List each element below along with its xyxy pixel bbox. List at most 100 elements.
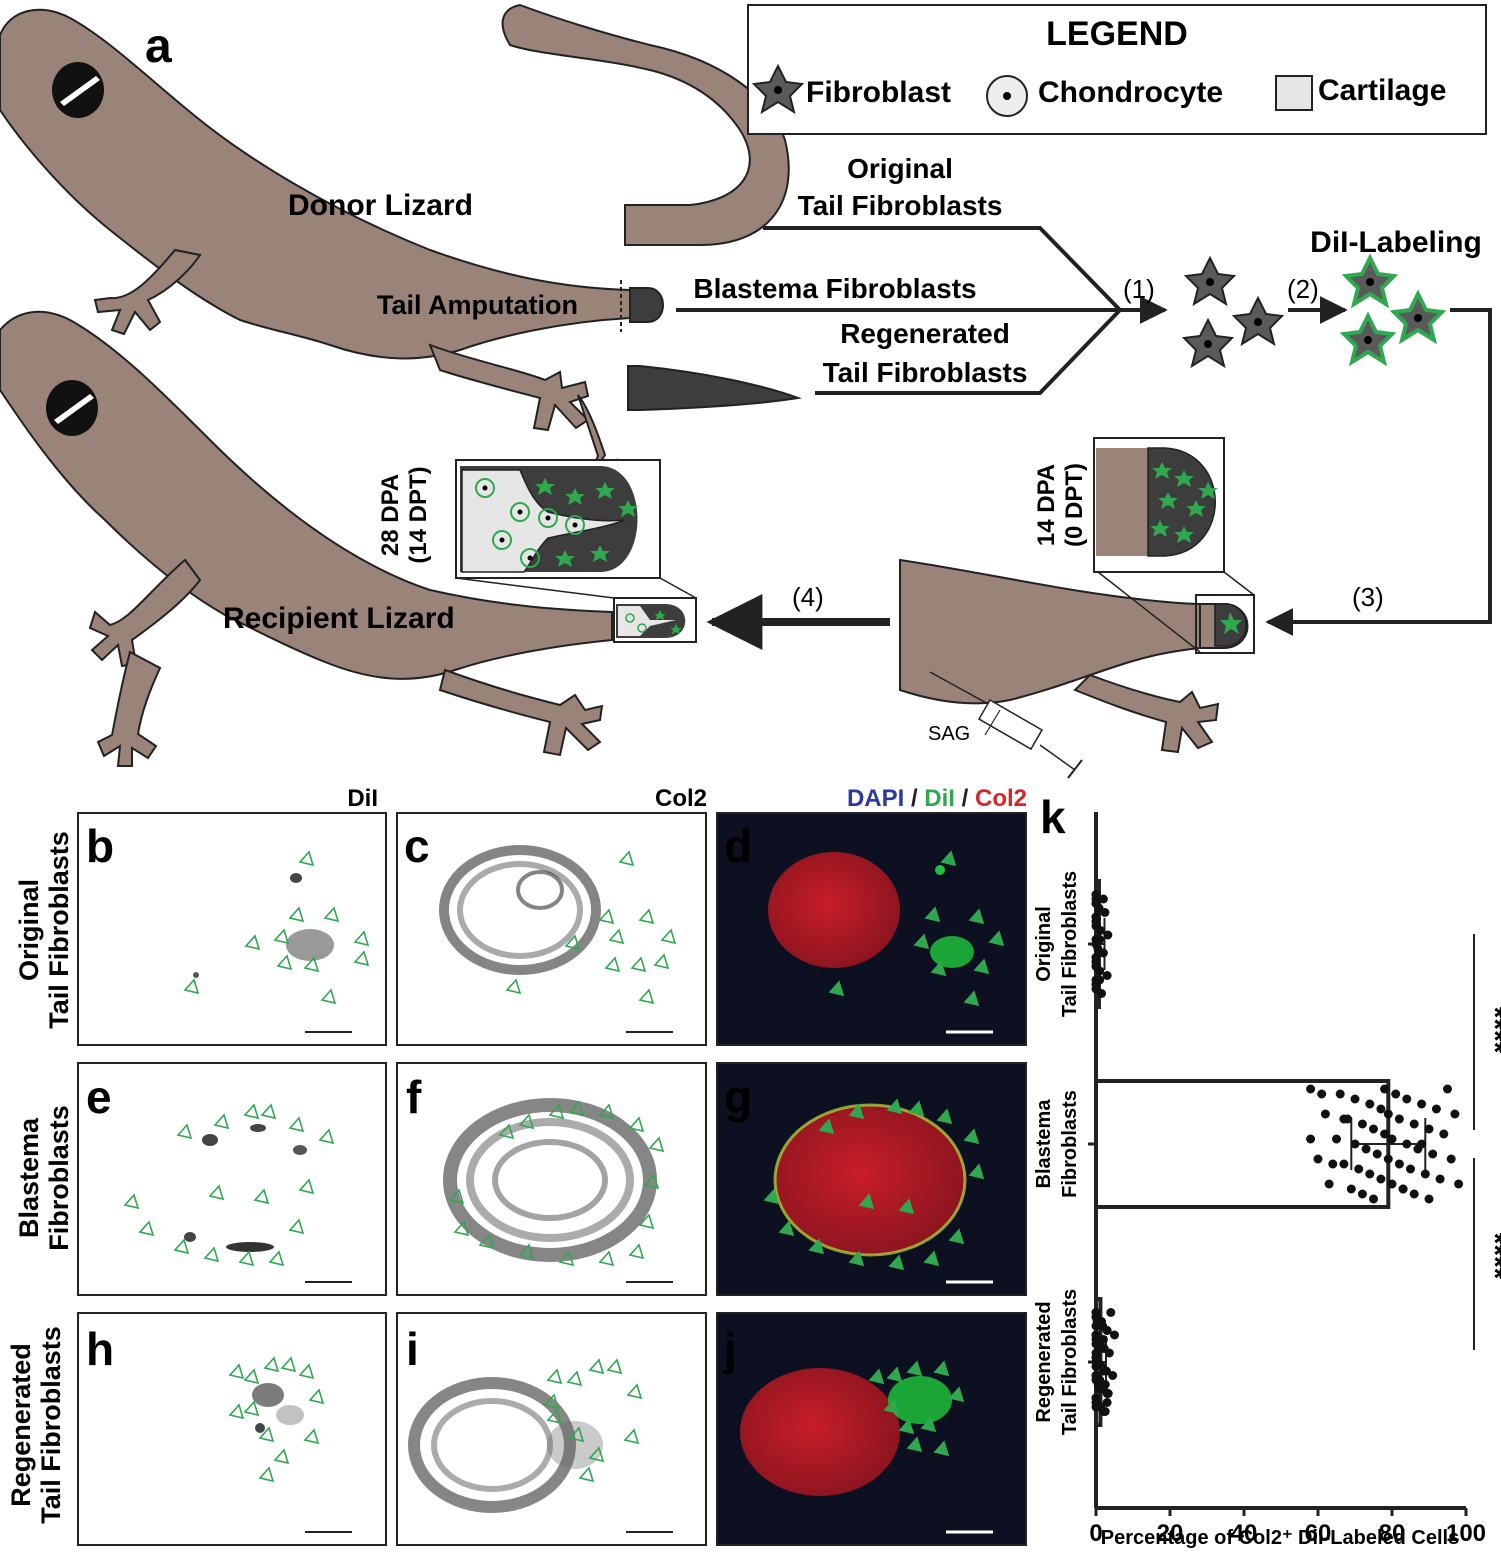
data-point (1369, 1194, 1378, 1204)
data-point (1394, 1159, 1404, 1169)
arrowhead-marker (588, 1446, 605, 1463)
x-tick-label: 100 (1446, 1520, 1486, 1547)
inset-14dpa (1093, 437, 1255, 653)
arrowhead-marker (280, 1356, 297, 1373)
data-point (1102, 1326, 1112, 1335)
arrowhead-marker (260, 1103, 277, 1120)
legend-fibroblast: Fibroblast (806, 76, 951, 109)
arrowhead-marker (273, 1448, 290, 1465)
x-tick-label: 20 (1157, 1520, 1184, 1547)
syringe-icon (929, 671, 1083, 779)
arrowhead-marker (808, 1238, 825, 1255)
data-point (1420, 1169, 1430, 1179)
micrograph-c (396, 812, 707, 1046)
arrowhead-marker (518, 1113, 535, 1130)
data-point (1317, 1089, 1327, 1099)
data-point (1350, 1094, 1360, 1104)
arrowhead-marker (273, 928, 290, 945)
merge-col2: Col2 (975, 785, 1027, 812)
data-point (1091, 1402, 1101, 1412)
panel-letter-d: d (724, 820, 752, 872)
arrowhead-marker (898, 1418, 915, 1435)
arrowhead-marker (323, 906, 340, 923)
category-label-line1: Original (1033, 906, 1055, 982)
arrowhead-marker (936, 1108, 953, 1125)
data-point (1354, 1164, 1364, 1174)
arrowhead-marker (868, 1368, 885, 1385)
data-point (1328, 1159, 1338, 1169)
step-3-arrow (1265, 308, 1492, 636)
panel-letter-e: e (86, 1071, 112, 1123)
data-point (1098, 1407, 1108, 1416)
arrowhead-marker (913, 933, 930, 950)
original-tail-line (763, 226, 1122, 312)
data-point (1443, 1084, 1452, 1094)
data-point (1091, 1393, 1101, 1403)
micrograph-grid: DiI Col2 DAPI / DiI / Col2 Original Tail… (6, 785, 1027, 1546)
arrowhead-marker (638, 1213, 655, 1230)
regenerated-tail-label-1: Regenerated (840, 318, 1010, 349)
blastema-tip (629, 287, 664, 323)
panel-letter-b: b (86, 820, 114, 872)
arrowhead-marker (263, 1356, 280, 1373)
arrowhead-marker (648, 1136, 665, 1153)
dpa14-label-2: (0 DPT) (1061, 463, 1088, 547)
arrowhead-marker (886, 1098, 903, 1115)
tail-amputation-label: Tail Amputation (377, 290, 578, 320)
data-point (1091, 939, 1101, 949)
category-label-line1: Blastema (1033, 1099, 1055, 1189)
arrowhead-marker (303, 956, 320, 973)
arrowhead-marker (948, 1386, 965, 1403)
row-label-regenerated-2: Tail Fibroblasts (36, 1326, 66, 1524)
data-point (1409, 1119, 1419, 1129)
arrowhead-marker (886, 1366, 903, 1383)
arrowhead-marker (203, 1246, 220, 1263)
step-4-label: (4) (792, 582, 824, 612)
arrowhead-marker (228, 1363, 245, 1380)
data-point (1324, 1179, 1334, 1189)
data-point (1383, 1109, 1393, 1119)
arrowhead-marker (920, 1416, 937, 1433)
arrowhead-marker (858, 1193, 875, 1210)
data-point (1313, 1154, 1323, 1164)
arrowhead-marker (628, 1116, 645, 1133)
arrowhead-marker (543, 1393, 560, 1410)
arrowhead-marker (973, 958, 990, 975)
data-point (1104, 1348, 1114, 1358)
panel-letter-i: i (406, 1323, 419, 1375)
data-point (1306, 1084, 1316, 1094)
arrowhead-marker (238, 1250, 255, 1267)
micrograph-d (716, 812, 1027, 1046)
data-point (1091, 899, 1101, 908)
arrowhead-marker (243, 1368, 260, 1385)
arrowhead-marker (478, 1233, 495, 1250)
data-point (1380, 1129, 1390, 1139)
data-point (1320, 1109, 1330, 1119)
arrowhead-marker (940, 850, 957, 867)
dpa28-label-2: (14 DPT) (405, 466, 432, 563)
original-tail-label-2: Tail Fibroblasts (798, 190, 1003, 221)
data-point (1106, 1308, 1116, 1317)
arrowhead-marker (546, 1408, 563, 1425)
arrowhead-marker (924, 906, 941, 923)
col-header-col2: Col2 (655, 785, 707, 812)
data-point (1435, 1174, 1445, 1184)
arrowhead-marker (604, 956, 621, 973)
data-point (1391, 1089, 1401, 1099)
data-point (1417, 1139, 1427, 1149)
sag-treated-lizard-illustration (899, 558, 1255, 754)
data-point (1102, 971, 1112, 980)
panel-letter-j: j (723, 1323, 737, 1375)
legend-cartilage: Cartilage (1318, 74, 1446, 107)
arrowhead-marker (898, 1198, 915, 1215)
category-label-line1: Regenerated (1033, 1301, 1055, 1422)
arrowhead-marker (923, 1250, 940, 1267)
data-point (1365, 1099, 1375, 1109)
arrowhead-marker (303, 1428, 320, 1445)
data-point (1103, 930, 1113, 940)
dpa28-label-1: 28 DPA (377, 474, 404, 556)
category-label-line2: Tail Fibroblasts (1059, 871, 1081, 1017)
arrowhead-marker (598, 1250, 615, 1267)
data-point (1357, 1119, 1367, 1129)
